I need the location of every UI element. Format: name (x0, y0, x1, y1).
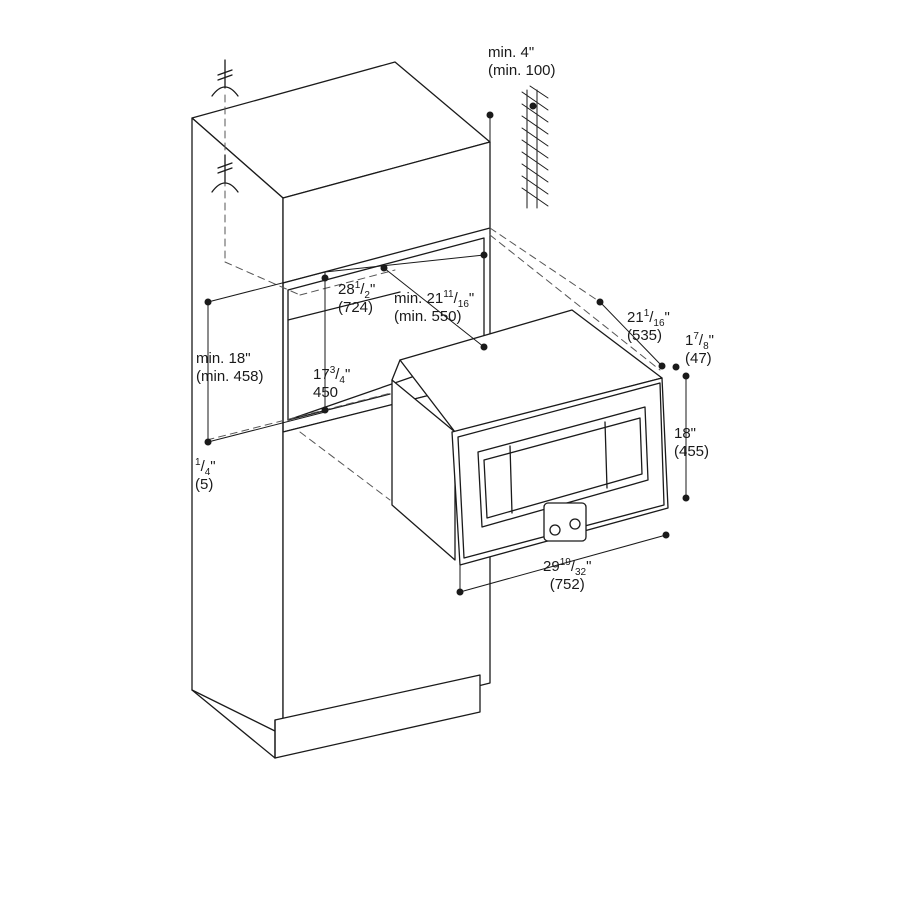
appliance-side (391, 379, 456, 561)
top-clearance-metric: (min. 100) (488, 62, 556, 79)
opening-width-metric: (724) (338, 299, 374, 316)
opening-depth-imperial: min. 2111/16" (394, 289, 475, 310)
dimension-dots (204, 102, 690, 596)
opening-height-label: min. 18" (min. 458) (196, 350, 264, 386)
panel-gap-metric: (5) (195, 476, 214, 493)
opening-depth-label: min. 2111/16" (min. 550) (394, 290, 474, 326)
top-clearance-imperial: min. 4" (488, 44, 535, 61)
opening-width-label: 281/2" (724) (338, 281, 375, 317)
inner-height-metric: 450 (313, 384, 339, 401)
oven-window-inner (483, 417, 643, 519)
front-depth-label: 17/8" (47) (685, 332, 714, 368)
control-knob-left (549, 524, 561, 536)
front-depth-imperial: 17/8" (685, 331, 714, 352)
panel-gap-label: 1/4" (5) (195, 458, 216, 494)
break-symbols (211, 59, 239, 193)
control-knob-right (569, 518, 581, 530)
ventilation-wall (521, 85, 549, 209)
opening-height-metric: (min. 458) (196, 368, 264, 385)
inner-height-imperial: 173/4" (313, 365, 351, 386)
appliance-width-metric: (752) (549, 576, 585, 593)
appliance-depth-label: 211/16" (535) (627, 309, 670, 345)
opening-width-imperial: 281/2" (338, 280, 376, 301)
appliance (391, 309, 669, 566)
inner-height-label: 173/4" 450 (313, 366, 350, 402)
top-clearance-label: min. 4" (min. 100) (488, 44, 556, 80)
opening-depth-metric: (min. 550) (394, 308, 462, 325)
appliance-height-metric: (455) (674, 443, 710, 460)
appliance-depth-metric: (535) (627, 327, 663, 344)
control-panel (543, 502, 587, 542)
appliance-height-label: 18" (455) (674, 425, 709, 461)
break-symbol-lower (211, 182, 239, 193)
panel-gap-imperial: 1/4" (195, 457, 216, 478)
opening-height-imperial: min. 18" (196, 350, 251, 367)
appliance-depth-imperial: 211/16" (627, 308, 670, 329)
appliance-height-imperial: 18" (674, 425, 697, 442)
appliance-width-label: 2919/32" (752) (543, 558, 591, 594)
appliance-width-imperial: 2919/32" (543, 557, 592, 578)
dimension-lines (207, 114, 687, 593)
front-depth-metric: (47) (685, 350, 712, 367)
